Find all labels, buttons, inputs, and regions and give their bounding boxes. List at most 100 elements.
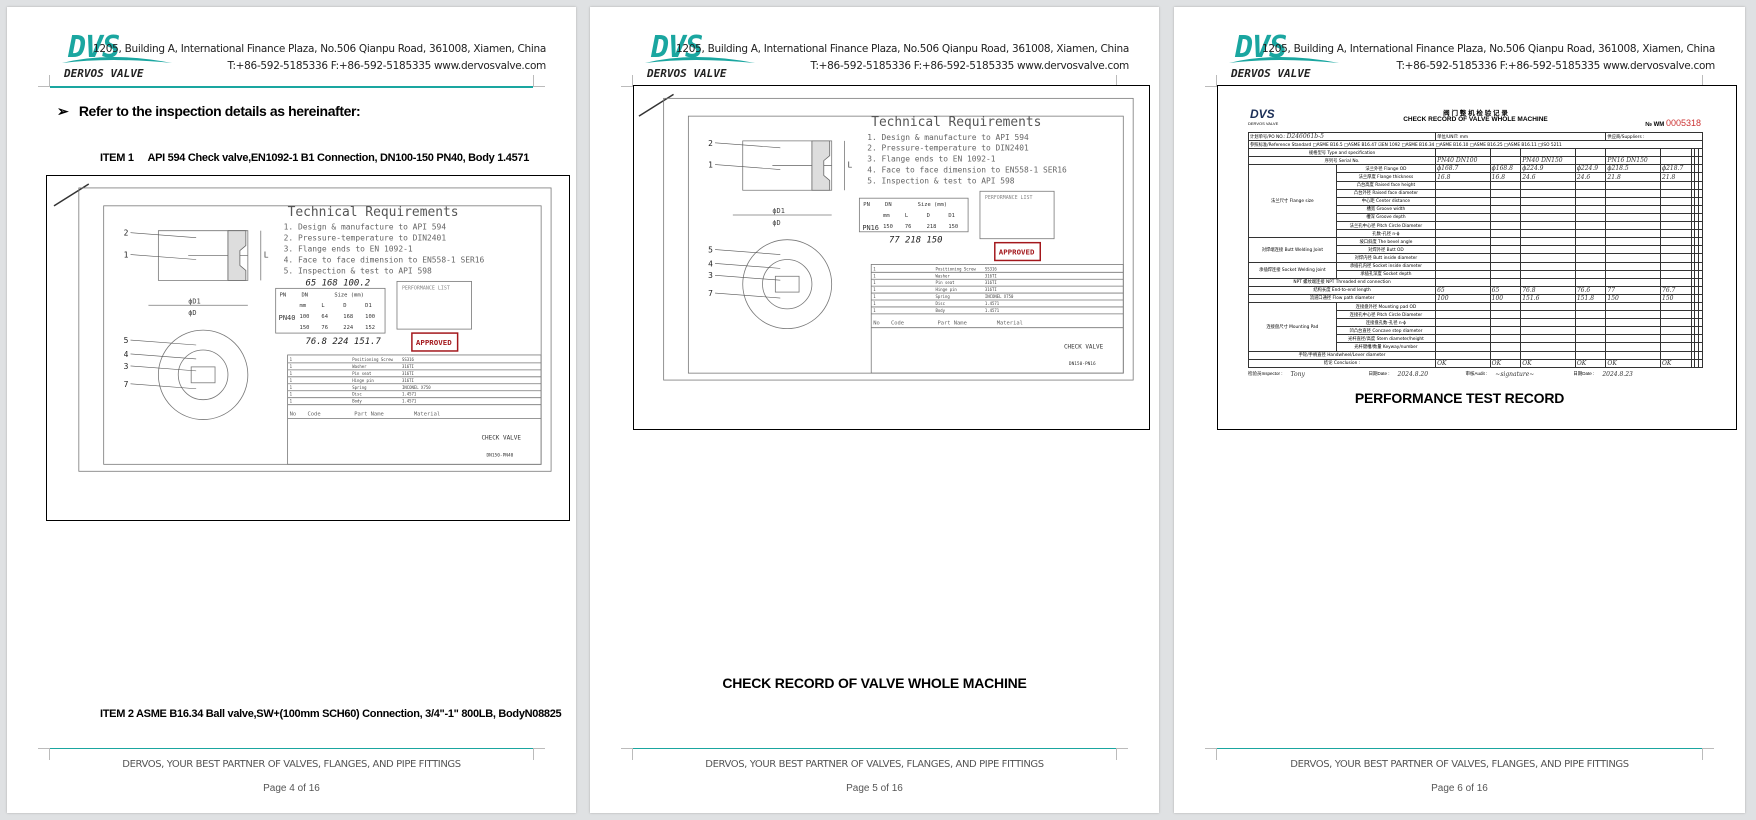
record-cell [1660,318,1692,328]
valve-front-view [742,239,833,330]
audit-date: 2024.8.23 [1602,370,1633,378]
bom-part: Hinge pin [935,287,957,292]
perf-list-title: PERFORMANCE LIST [985,195,1033,201]
bom-qty: 1 [290,364,293,369]
record-cell [1435,326,1491,336]
record-cell [1660,269,1692,279]
leader-line [715,292,781,299]
bom-material: SS316 [985,266,997,271]
intro-label: Refer to the inspection details as herei… [78,103,361,119]
record-cell [1489,229,1522,239]
footer-slogan: DERVOS, YOUR BEST PARTNER OF VALVES, FLA… [1290,759,1629,770]
record-cell [1605,342,1661,352]
record-cell: PN16 DN150 [1605,156,1661,166]
performance-caption: PERFORMANCE TEST RECORD [1354,390,1565,406]
company-address: 1205, Building A, International Finance … [1262,41,1715,75]
record-cell [1605,318,1661,328]
record-cell [1605,253,1661,263]
part-number: 1 [708,161,713,170]
bom-header: Part Name [937,321,966,327]
supplier-cell: 供应商/Suppliers : [1605,131,1703,142]
group-label: 对焊端连接 Butt Welding Joint [1248,237,1337,263]
inspector-name: Tony [1290,370,1305,378]
record-cell [1660,237,1692,247]
record-cell [1660,350,1692,360]
footer-slogan: DERVOS, YOUR BEST PARTNER OF VALVES, FLA… [705,759,1044,770]
item-description: ASME B16.34 Ball valve,SW+(100mm SCH60) … [136,708,562,720]
bom-part: Spring [352,385,367,390]
approved-stamp [411,332,459,352]
tech-req-title: Technical Requirements [288,205,459,220]
record-cell [1520,148,1576,158]
dervos-logo: DVS DERVOS VALVE [1229,30,1339,80]
bom-material: 316TI [402,364,414,369]
approved-stamp-text: APPROVED [999,248,1035,257]
handwritten-measure: 65 168 100.2 [306,278,371,288]
bom-qty: 1 [290,357,293,362]
record-cell [1574,261,1607,271]
record-cell: 150 [1605,293,1661,303]
record-cell [1660,245,1692,255]
record-cell [1520,221,1576,231]
record-cell [1435,196,1491,206]
record-cell [1435,277,1491,287]
record-logo: DVS [1250,107,1275,121]
record-cell [1489,196,1522,206]
record-cell [1489,326,1522,336]
record-cell: 76.6 [1574,285,1607,295]
contact: T:+86-592-5185336 F:+86-592-5185335 www.… [227,60,546,72]
tech-req-item: 4. Face to face dimension to EN558-1 SER… [284,255,485,264]
size-table [275,287,386,334]
record-cell [1660,196,1692,206]
bom-part: Pin seat [935,280,954,285]
leader-line [715,164,781,170]
record-cell: 151.8 [1574,293,1607,303]
item-description: API 594 Check valve,EN1092-1 B1 Connecti… [147,152,530,164]
bom-header: Part Name [354,412,384,418]
dim-label: ϕD1 [188,297,201,305]
audit-label: 审核Audit : [1465,370,1488,376]
record-cell [1605,350,1661,360]
record-cell: ϕ168.7 [1435,164,1491,174]
bom-qty: 1 [873,294,876,299]
record-cell [1574,237,1607,247]
record-cell [1435,253,1491,263]
record-cell [1574,326,1607,336]
tech-req-item: 2. Pressure-temperature to DIN2401 [284,234,447,243]
record-cell: ϕ218.5 [1605,164,1661,174]
bom-material: 316TI [985,280,997,285]
drawing-frame [78,187,552,472]
record-cell [1435,334,1491,344]
record-cell [1435,212,1491,223]
record-cell [1574,318,1607,328]
tech-req-item: 2. Pressure-temperature to DIN2401 [867,144,1029,153]
record-cell [1605,229,1661,239]
record-cell [1520,245,1576,255]
valve-disc [762,259,813,310]
header-divider [50,86,533,88]
bom-qty: 1 [873,266,876,271]
size-cell: 152 [365,325,375,331]
record-cell [1489,310,1522,320]
part-number: 2 [708,139,713,148]
bom-part: Body [935,308,945,313]
size-subheader: L [905,213,909,219]
bom-material: 316TI [402,378,414,383]
perf-list-title: PERFORMANCE LIST [402,285,450,291]
record-cell [1574,269,1607,279]
bom-qty: 1 [873,287,876,292]
record-title-cn: 阀 门 整 机 检 验 记 录 [1443,110,1508,117]
record-row: 对焊外径 Butt OD [1249,245,1703,255]
record-cell [1574,196,1607,206]
record-cell [1660,188,1692,198]
approved-stamp-text: APPROVED [416,338,452,347]
record-cell: OK [1660,358,1692,368]
record-cell [1489,269,1522,279]
bom-material: SS316 [402,357,415,362]
record-cell [1574,156,1607,166]
size-subheader: L [321,303,325,309]
dim-label: L [264,251,269,260]
